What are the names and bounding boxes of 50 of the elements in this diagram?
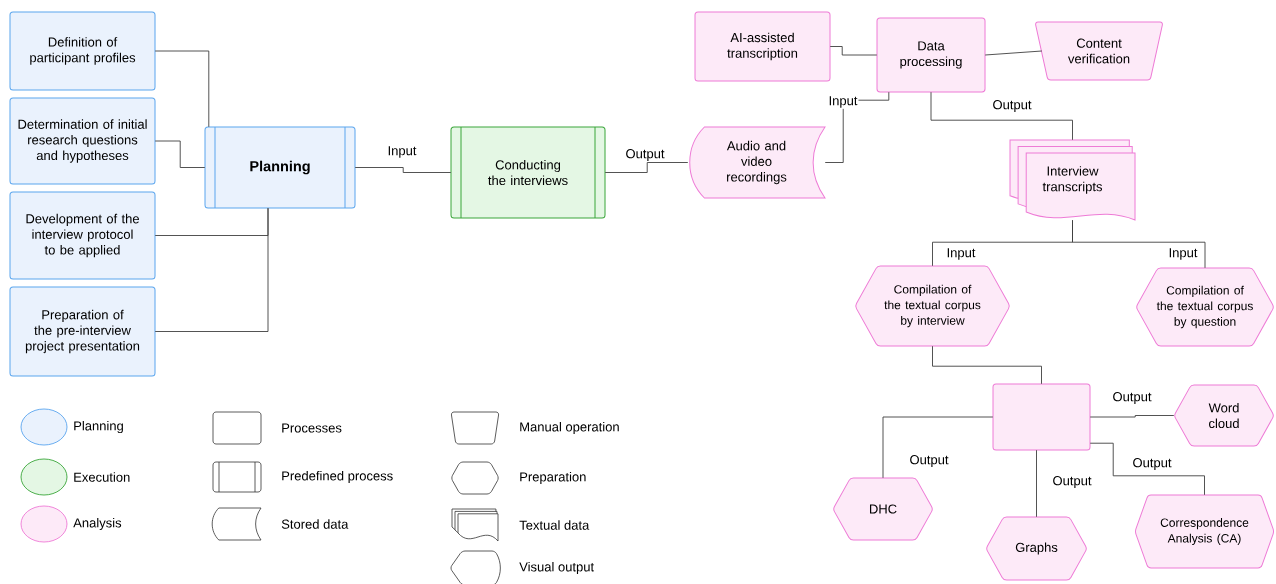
process-box [992, 383, 1091, 451]
connector-line [984, 50, 1043, 56]
edge-label: Output [1111, 391, 1153, 405]
connector-line [1036, 449, 1037, 518]
document-stack: Interview transcripts [1009, 139, 1136, 221]
connector-line [1072, 219, 1206, 269]
connector-line [154, 207, 269, 332]
edge-label: Input [386, 145, 418, 159]
predefined-process-box: Conducting the interviews [450, 126, 606, 219]
legend-label: Predefined process [282, 470, 393, 484]
edge-label: Output [624, 148, 666, 162]
connector-line [930, 91, 1073, 141]
connector-line [154, 140, 206, 168]
legend-label: Preparation [520, 471, 586, 485]
edge-label: Output [991, 99, 1033, 113]
connector-line [354, 167, 452, 173]
legend-label: Analysis [73, 517, 122, 531]
process-box: AI-assisted transcription [694, 11, 831, 82]
connector-line [829, 46, 878, 56]
process-box: Development of the interview protocol to be applied [9, 191, 156, 280]
legend-label: Processes [282, 423, 342, 433]
process-box: Definition of participant profiles [9, 11, 156, 91]
edge-label: Output [1131, 457, 1173, 471]
edge-label: Input [945, 247, 977, 261]
edge-label: Input [1167, 247, 1199, 261]
connector-line [604, 162, 689, 173]
legend-label: Textual data [519, 520, 590, 530]
legend-label: Manual operation [520, 421, 619, 435]
connector-line [154, 50, 210, 128]
predefined-process-box: Planning [204, 126, 356, 209]
edge-label: Output [908, 454, 950, 468]
preparation-hexagon: Compilation of the textual corpus by question [1136, 267, 1274, 347]
edge-label: Input [827, 95, 859, 109]
preparation-hexagon: Correspondence Analysis (CA) [1135, 494, 1274, 569]
preparation-hexagon: Compilation of the textual corpus by interview [855, 265, 1010, 347]
legend-label: Visual output [519, 561, 594, 575]
process-box: Preparation of the pre-interview project presentation [9, 286, 156, 377]
legend-label: Execution [74, 472, 130, 482]
edge-label: Output [1051, 475, 1093, 489]
legend-label: Planning [74, 420, 123, 434]
process-box: Determination of initial research questions and hypotheses [9, 97, 156, 185]
legend-label: Stored data [281, 519, 349, 529]
connector-line [932, 345, 1042, 385]
preparation-hexagon: DHC [833, 477, 933, 541]
preparation-hexagon: Word cloud [1174, 384, 1274, 447]
connector-line [1089, 442, 1205, 496]
connector-line [882, 416, 994, 479]
process-box: Data processing [876, 17, 986, 93]
preparation-hexagon: Graphs [986, 516, 1087, 581]
connector-line [1089, 415, 1175, 418]
